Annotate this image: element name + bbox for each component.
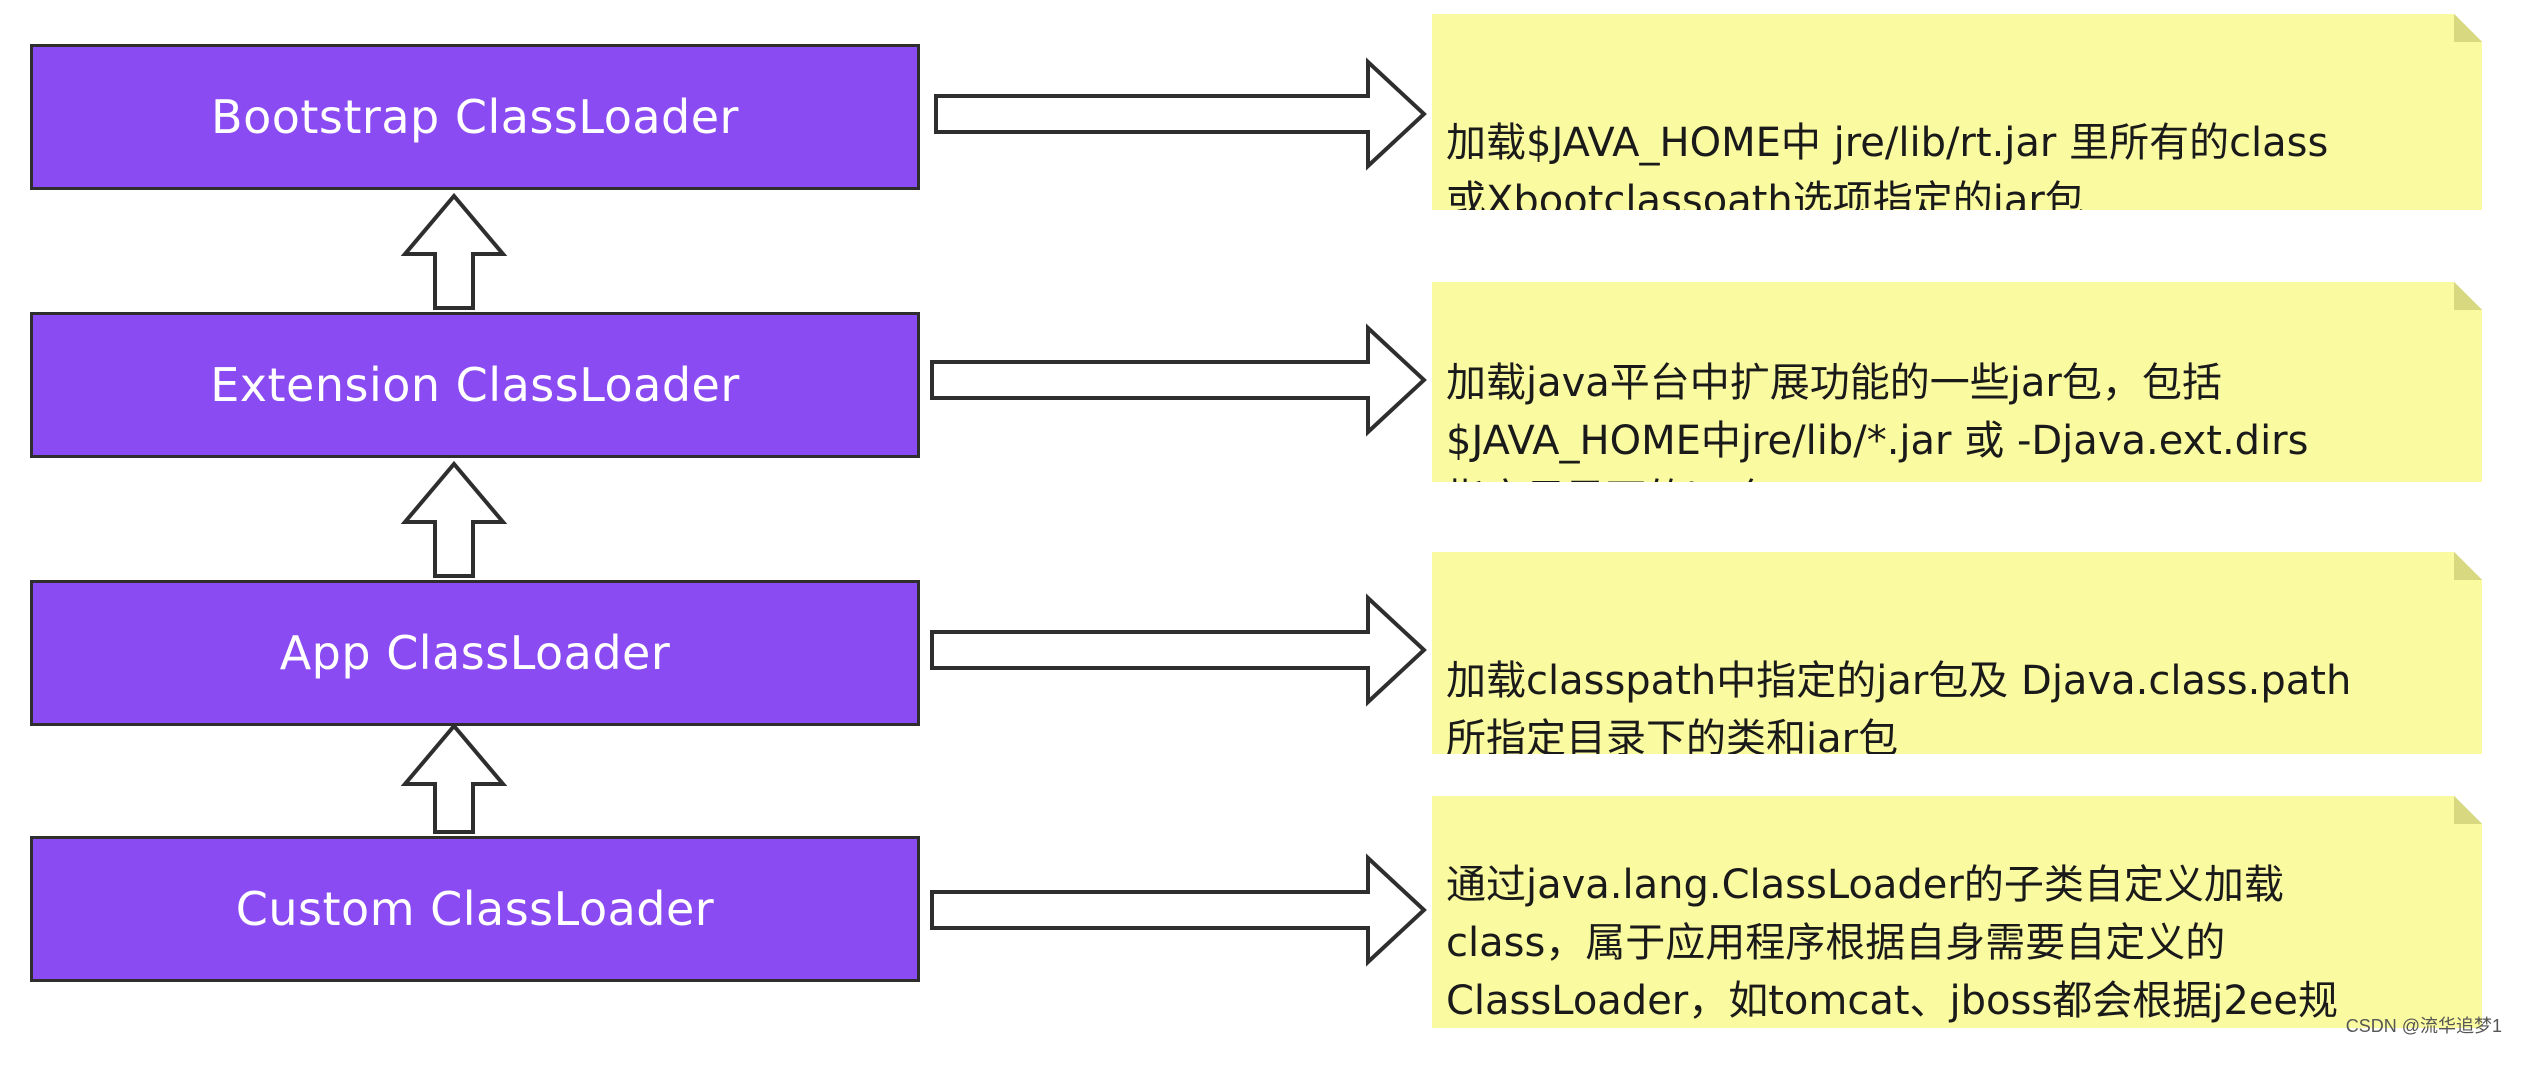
right-arrow-extension-note (930, 323, 1427, 437)
app-note: 加载classpath中指定的jar包及 Djava.class.path 所指… (1432, 552, 2482, 754)
up-arrow-app-to-extension (400, 460, 508, 578)
right-arrow-app-note (930, 593, 1427, 707)
custom-note-fold (2454, 796, 2482, 824)
custom-classloader-box: Custom ClassLoader (30, 836, 920, 982)
bootstrap-classloader-label: Bootstrap ClassLoader (211, 90, 739, 144)
extension-note-text: 加载java平台中扩展功能的一些jar包，包括 $JAVA_HOME中jre/l… (1446, 360, 2309, 522)
watermark: CSDN @流华追梦1 (2345, 1016, 2502, 1036)
right-arrow-bootstrap-note (934, 57, 1427, 171)
app-note-fold (2454, 552, 2482, 580)
up-arrow-extension-to-bootstrap (400, 192, 508, 310)
extension-note-fold (2454, 282, 2482, 310)
bootstrap-note: 加载$JAVA_HOME中 jre/lib/rt.jar 里所有的class 或… (1432, 14, 2482, 210)
arrows-layer (400, 57, 1427, 967)
app-note-text: 加载classpath中指定的jar包及 Djava.class.path 所指… (1446, 658, 2352, 762)
app-classloader-box: App ClassLoader (30, 580, 920, 726)
bootstrap-classloader-box: Bootstrap ClassLoader (30, 44, 920, 190)
app-classloader-label: App ClassLoader (279, 626, 671, 680)
up-arrow-custom-to-app (400, 722, 508, 834)
extension-classloader-label: Extension ClassLoader (210, 358, 740, 412)
extension-note: 加载java平台中扩展功能的一些jar包，包括 $JAVA_HOME中jre/l… (1432, 282, 2482, 482)
custom-classloader-label: Custom ClassLoader (235, 882, 715, 936)
extension-classloader-box: Extension ClassLoader (30, 312, 920, 458)
right-arrow-custom-note (930, 853, 1427, 967)
bootstrap-note-text: 加载$JAVA_HOME中 jre/lib/rt.jar 里所有的class 或… (1446, 120, 2329, 224)
bootstrap-note-fold (2454, 14, 2482, 42)
custom-note: 通过java.lang.ClassLoader的子类自定义加载 class，属于… (1432, 796, 2482, 1028)
